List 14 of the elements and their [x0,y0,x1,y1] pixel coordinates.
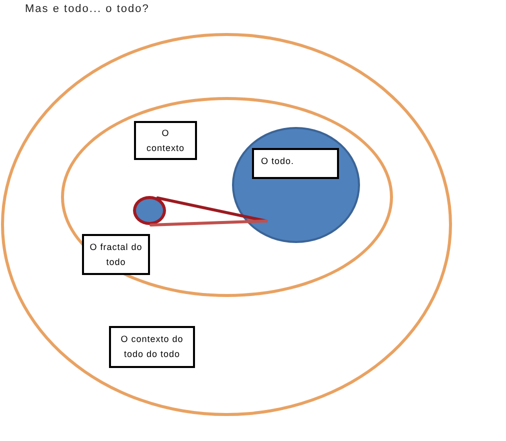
small-circle [133,196,166,225]
connector-line [156,196,268,222]
outer-ellipse [1,33,452,416]
box-label: O contexto [145,126,186,154]
label-box [82,234,150,275]
label-box [109,326,195,368]
title: Mas e todo... o todo? [25,2,150,16]
inner-ellipse [61,97,393,297]
box-label: O fractal do todo [88,240,144,268]
label-box [252,148,339,179]
connector-line [149,219,268,226]
box-label: O todo. [261,155,296,168]
label-box [134,121,197,160]
box-label: O contexto do todo do todo [120,333,184,361]
